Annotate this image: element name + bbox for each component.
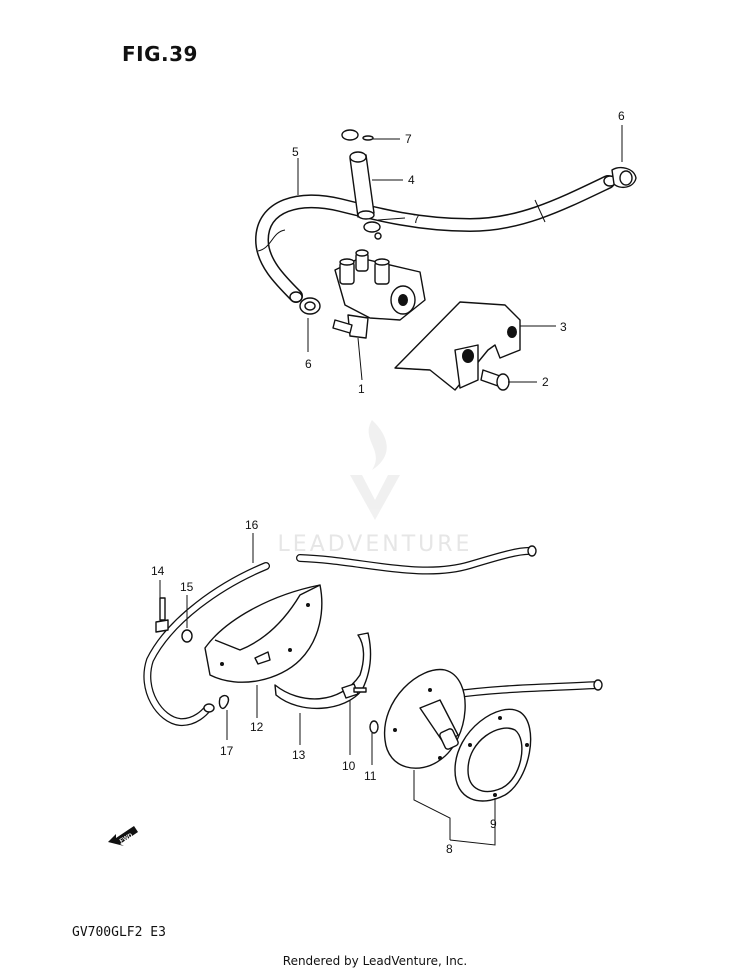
fuel-pump-plate-part-8[interactable] (384, 668, 603, 840)
callout-4[interactable]: 4 (408, 173, 415, 187)
callout-11[interactable]: 11 (364, 769, 377, 783)
fuel-hose-part-5[interactable] (255, 175, 617, 303)
fwd-arrow-icon (108, 826, 138, 846)
bolt-part-14[interactable] (155, 580, 169, 633)
callout-10[interactable]: 10 (342, 759, 356, 773)
washer-part-11[interactable] (369, 720, 379, 765)
footer-credit: Rendered by LeadVenture, Inc. (282, 954, 468, 968)
callout-5[interactable]: 5 (292, 145, 299, 159)
figure-title: FIG.39 (122, 42, 198, 66)
callout-7-top[interactable]: 7 (405, 132, 412, 146)
callout-13[interactable]: 13 (292, 748, 306, 762)
gasket-ring-part-9[interactable] (449, 708, 532, 846)
bolt-part-2[interactable] (480, 369, 510, 391)
cover-bracket-part-12[interactable] (204, 584, 323, 718)
bracket-part-3[interactable] (394, 301, 521, 391)
fuel-cock-part-1[interactable] (332, 249, 426, 381)
callout-6-left[interactable]: 6 (305, 357, 312, 371)
clip-part-17[interactable] (218, 694, 230, 740)
callout-6-right[interactable]: 6 (618, 109, 625, 123)
clip-part-7-bottom[interactable] (363, 221, 382, 240)
vacuum-tube-part-4[interactable] (349, 151, 375, 220)
callout-1[interactable]: 1 (358, 382, 365, 396)
callout-16[interactable]: 16 (245, 518, 259, 532)
callout-14[interactable]: 14 (151, 564, 165, 578)
hose-clamp-part-6-left[interactable] (299, 297, 321, 315)
callout-17[interactable]: 17 (220, 744, 234, 758)
hose-clamp-part-6-right[interactable] (611, 166, 637, 189)
callout-9[interactable]: 9 (490, 817, 497, 831)
fuel-hose-part-16[interactable] (143, 533, 537, 727)
clip-part-7-top[interactable] (341, 129, 374, 141)
watermark-text: LEADVENTURE (277, 532, 473, 557)
callout-8[interactable]: 8 (446, 842, 453, 856)
washer-part-15[interactable] (181, 595, 193, 643)
callout-12[interactable]: 12 (250, 720, 264, 734)
callout-7-bottom[interactable]: 7 (413, 212, 420, 226)
callout-15[interactable]: 15 (180, 580, 194, 594)
callout-3[interactable]: 3 (560, 320, 567, 334)
model-code: GV700GLF2 E3 (72, 925, 166, 940)
watermark-logo-icon (350, 420, 400, 520)
callout-2[interactable]: 2 (542, 375, 549, 389)
bolt-part-10[interactable] (341, 683, 367, 755)
